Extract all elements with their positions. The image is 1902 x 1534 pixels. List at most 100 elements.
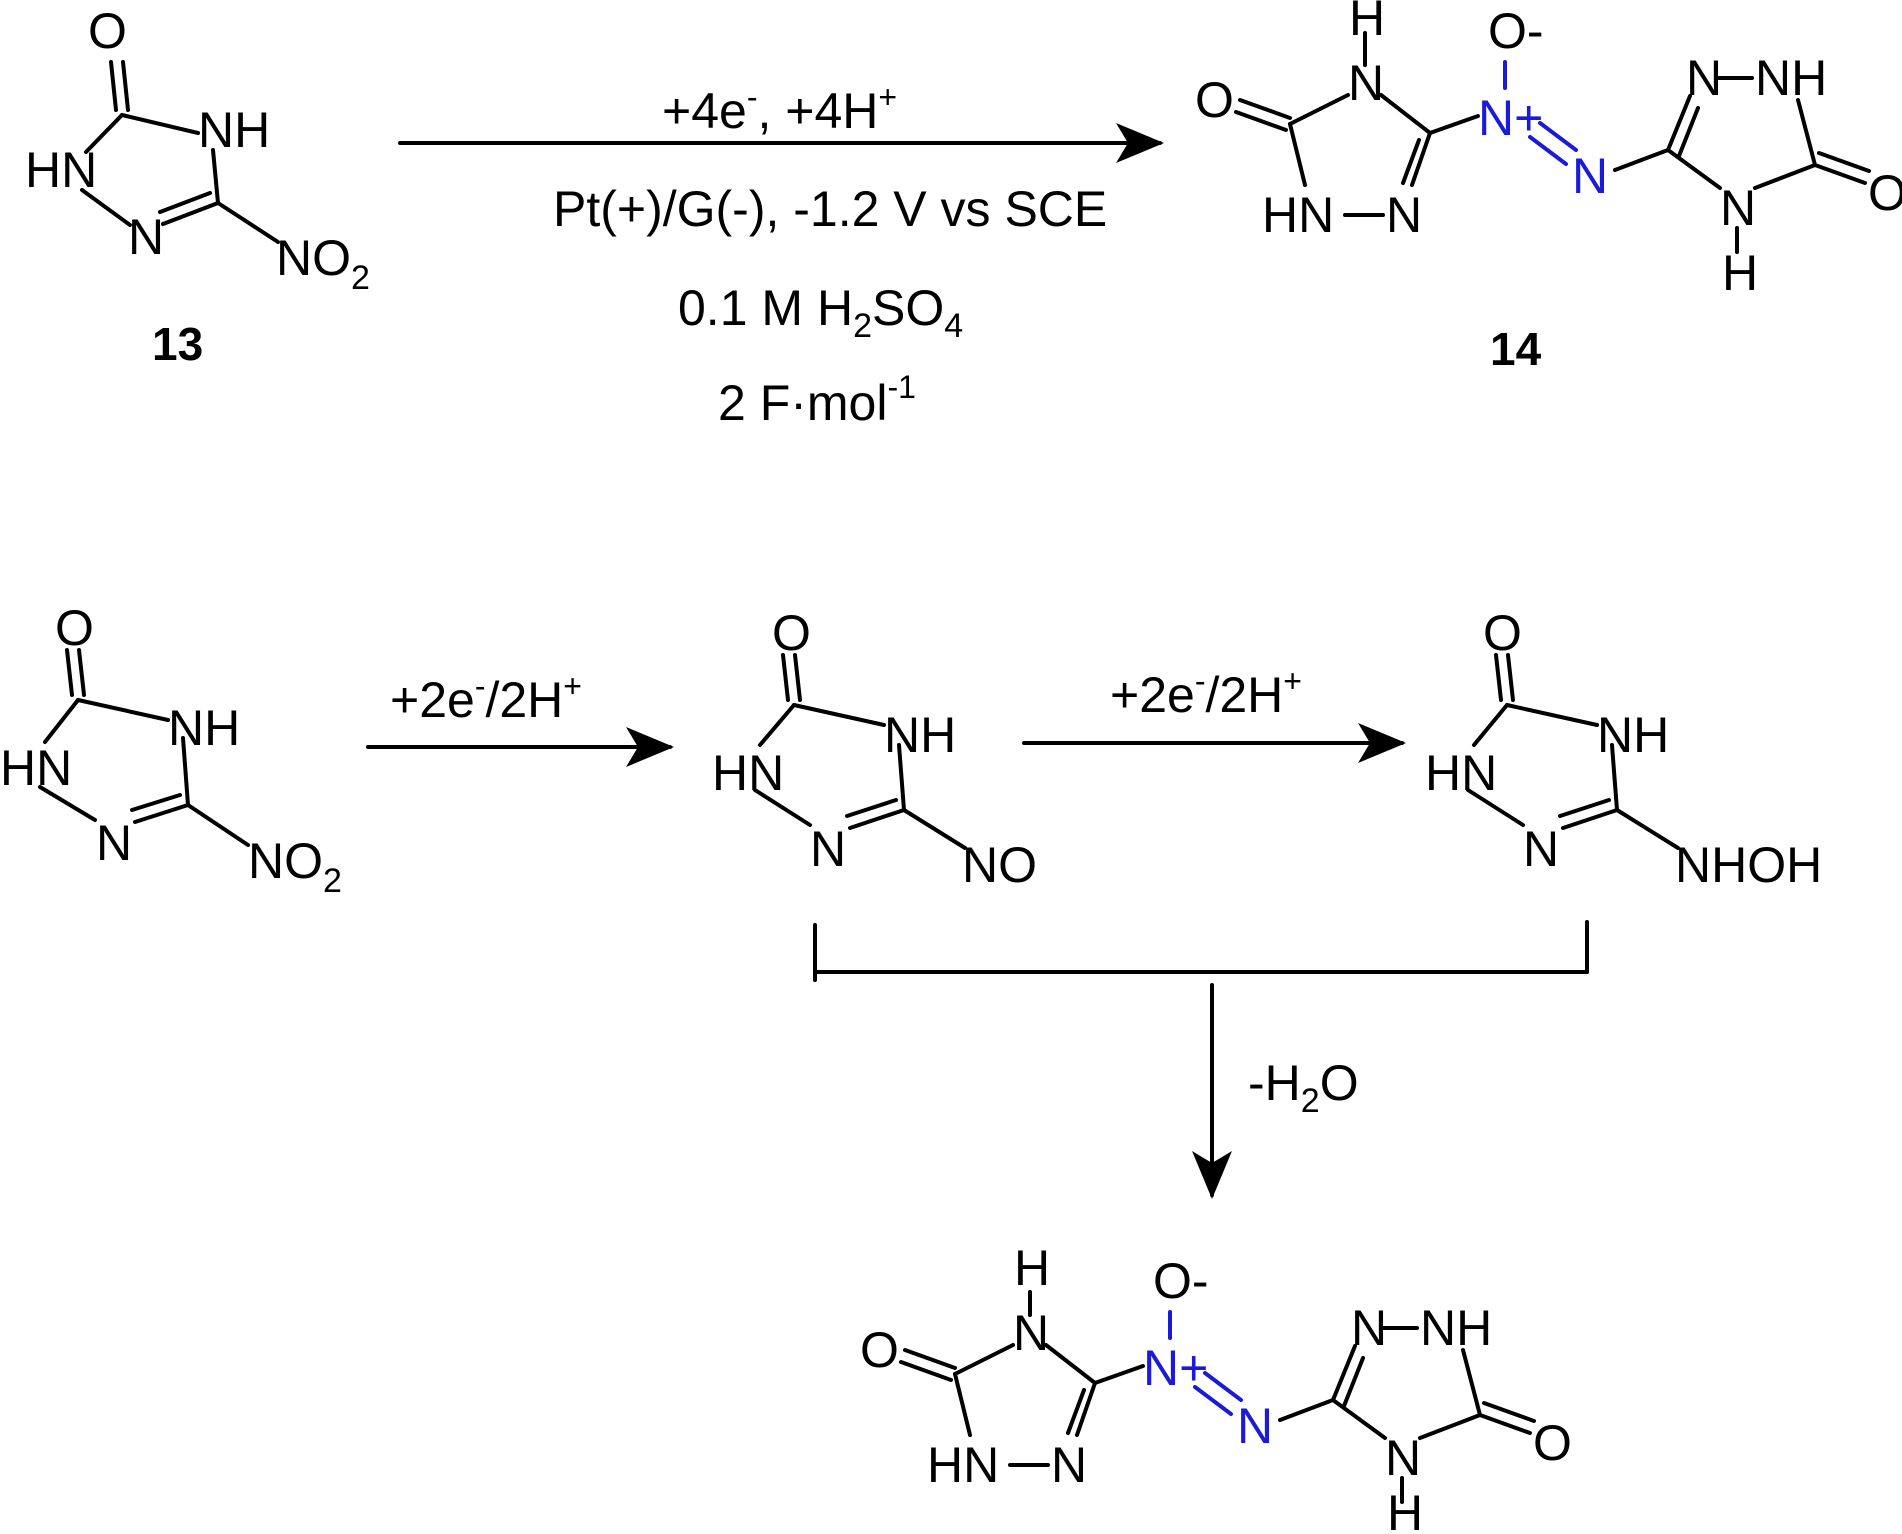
bond [1288,93,1350,126]
atom-nh: NH [198,102,270,158]
atom-n-plus: N+ [1143,1340,1208,1396]
condition-charge: 2 F·mol-1 [718,369,916,431]
bond [77,648,86,697]
compound-label-14: 14 [1490,323,1542,375]
bond [1613,148,1670,172]
bond [1466,788,1525,827]
bond [76,698,170,722]
bond [1288,122,1307,187]
bond [1331,1398,1387,1440]
atom-hn: HN [712,745,784,801]
bond-n-n [1528,135,1568,166]
bond [1482,1401,1536,1423]
bond [211,148,220,205]
bond [1379,93,1432,135]
bond [1558,798,1611,818]
atom-hn: HN [25,142,97,198]
reactant-nitro: O NH HN N NO2 [0,600,342,900]
bond [953,1343,1015,1376]
bond [899,1360,953,1382]
atom-n-azo: N [1572,148,1608,204]
compound-label-13: 13 [152,318,203,370]
bond [1472,703,1509,747]
bond [897,743,906,812]
atom-n: N [1348,55,1384,111]
condition-condensation: -H2O [1248,1055,1359,1120]
bond [133,803,190,824]
nitro-group: NO2 [248,833,342,900]
atom-n: N [96,815,132,871]
bond [84,113,124,154]
atom-nh: NH [1420,1300,1492,1356]
atom-o: O [1533,1415,1572,1471]
bond [1044,1343,1097,1385]
bond [120,113,200,135]
atom-h: H [1014,1240,1050,1296]
atom-n: N [1385,1430,1421,1486]
bond [1278,1398,1335,1422]
bond [758,703,796,747]
bond [38,785,97,822]
bond-n-n [1193,1385,1233,1416]
bond [1505,703,1599,727]
bond [781,653,790,702]
nitro-group: NO2 [276,230,370,297]
atom-o: O [1195,72,1234,128]
bond [1813,163,1867,185]
hydroxylamine-group: NHOH [1675,837,1822,893]
atom-n: N [1386,187,1422,243]
intermediate-hydroxylamine: O NH HN N NHOH [1425,605,1822,893]
atom-h: H [1387,1485,1423,1534]
atom-n-azo: N [1237,1398,1273,1454]
atom-n: N [1351,1300,1387,1356]
bond [848,808,906,830]
bond [1410,131,1432,187]
atom-nh: NH [168,700,240,756]
bond [1066,1388,1086,1435]
bond [43,698,80,744]
condition-electrolyte: 0.1 M H2SO4 [678,280,963,345]
atom-n: N [128,209,164,265]
bond [1610,743,1619,812]
product-azoxy: H N O HN N O- N+ N N NH O N H [860,1240,1572,1534]
atom-nh: NH [1755,50,1827,106]
bond [1428,114,1480,135]
bond [1478,1413,1532,1435]
bond [1666,94,1692,152]
bond [1461,1348,1482,1417]
bond [845,798,898,818]
atom-n-plus: N+ [1478,90,1543,146]
intermediate-nitroso: O NH HN N NO [712,605,1037,893]
atom-o: O [88,3,127,59]
bond [65,648,74,697]
atom-hn: HN [1425,745,1497,801]
bond [216,201,280,244]
bond [1753,163,1817,190]
bond [1075,1381,1097,1437]
bond [1817,151,1871,173]
atom-n: N [1523,821,1559,877]
bond [1401,138,1421,185]
bond [80,188,132,227]
atom-o: O [1483,605,1522,661]
condition-electrons-protons: +4e-, +4H+ [662,79,897,139]
bond [953,1372,972,1437]
bond [1677,106,1700,158]
atom-n: N [1013,1305,1049,1361]
atom-hn: HN [1262,187,1334,243]
bond [1238,98,1292,120]
bond [1342,1356,1365,1408]
atom-hn: HN [0,740,72,796]
atom-n: N [810,821,846,877]
bond [1615,808,1680,850]
bond [1796,98,1817,167]
bond [1234,110,1288,132]
atom-o: O [55,600,94,656]
bond [161,201,220,226]
reactant-13: O NH HN N NO2 13 [25,3,370,370]
bond [753,788,812,827]
bond-n-n [1203,1371,1243,1402]
bond [1331,1344,1357,1402]
bond [1666,148,1722,190]
